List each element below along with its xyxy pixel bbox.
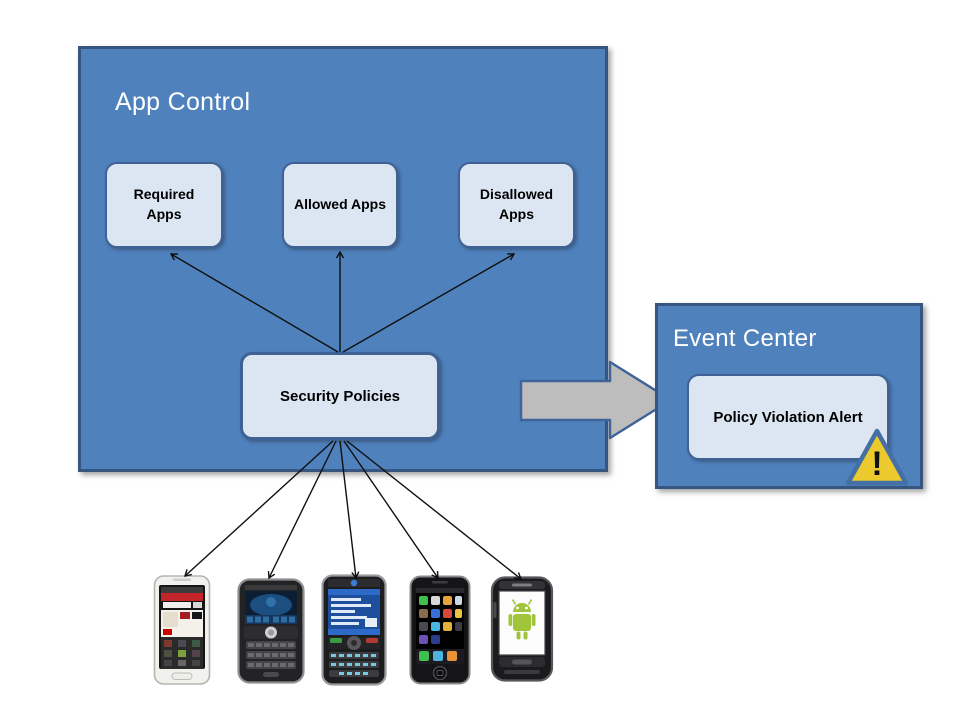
security-policies-label: Security Policies: [279, 387, 401, 405]
event-center-title: Event Center: [673, 325, 817, 352]
node-disallowed-apps: Disallowed Apps: [458, 162, 575, 248]
hp-windows-phone-icon: [321, 574, 387, 686]
blackberry-phone-icon: [237, 578, 305, 684]
app-control-title: App Control: [115, 88, 251, 116]
required-apps-label: Required Apps: [133, 186, 195, 222]
node-allowed-apps: Allowed Apps: [282, 162, 398, 248]
android-phone-icon: [490, 576, 554, 682]
android-robot-icon: [508, 599, 536, 640]
nokia-phone-icon: [153, 575, 211, 685]
warning-exclamation-mark: !: [871, 445, 882, 483]
policy-violation-alert-label: Policy Violation Alert: [713, 408, 863, 426]
iphone-icon: [409, 575, 471, 685]
allowed-apps-label: Allowed Apps: [293, 196, 387, 213]
node-security-policies: Security Policies: [240, 352, 440, 440]
node-required-apps: Required Apps: [105, 162, 223, 248]
node-policy-violation-alert: Policy Violation Alert: [687, 374, 889, 460]
disallowed-apps-label: Disallowed Apps: [479, 186, 554, 222]
warning-triangle-icon: !: [845, 428, 909, 486]
